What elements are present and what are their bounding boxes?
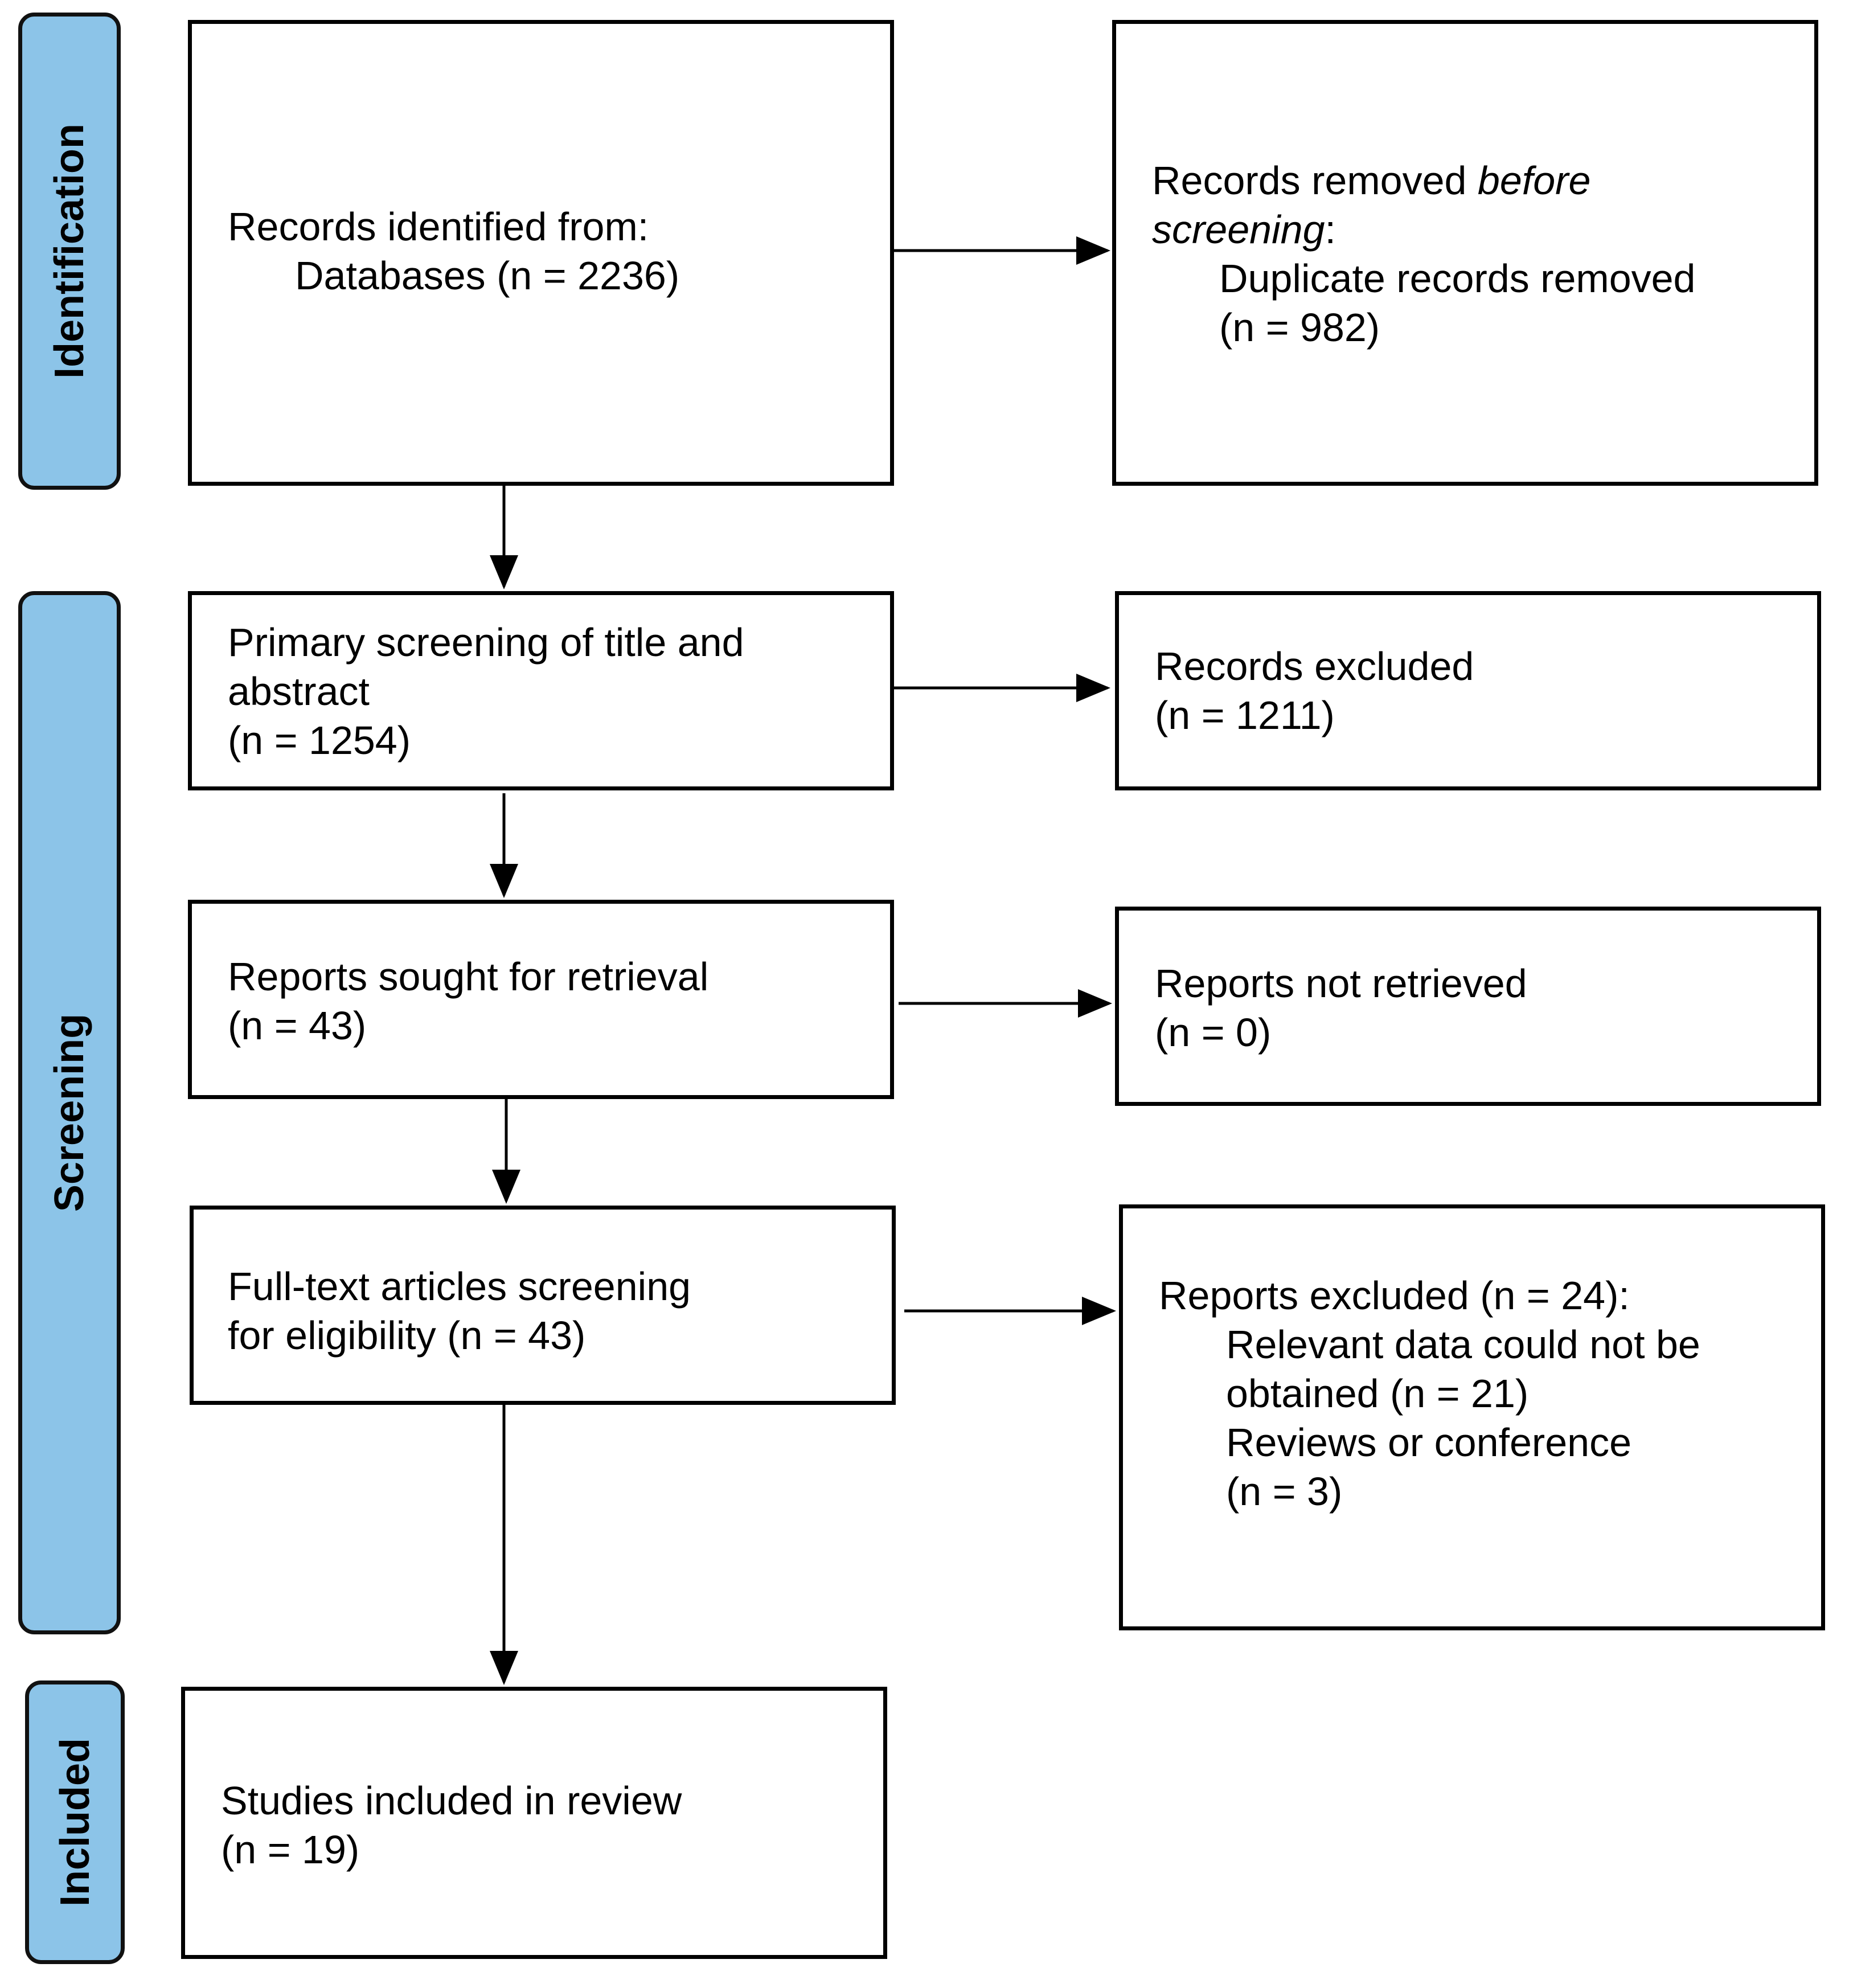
- phase-identification: Identification: [18, 13, 121, 490]
- records-identified-databases: Databases (n = 2236): [295, 253, 680, 298]
- reports-excluded-reason1-count: obtained (n = 21): [1226, 1371, 1529, 1416]
- reports-not-retrieved-line1: Reports not retrieved: [1155, 961, 1527, 1006]
- records-identified-box: Records identified from: Databases (n = …: [188, 20, 894, 486]
- records-excluded-line1: Records excluded: [1155, 644, 1474, 688]
- phase-included: Included: [25, 1680, 125, 1964]
- records-removed-line2: screening:: [1152, 205, 1336, 254]
- studies-included-line1: Studies included in review: [221, 1778, 682, 1823]
- reports-excluded-box: Reports excluded (n = 24): Relevant data…: [1119, 1204, 1825, 1630]
- full-text-line2: for eligibility (n = 43): [228, 1313, 586, 1358]
- reports-not-retrieved-count: (n = 0): [1155, 1010, 1272, 1055]
- full-text-screening-box: Full-text articles screening for eligibi…: [190, 1206, 896, 1405]
- reports-sought-line1: Reports sought for retrieval: [228, 954, 709, 999]
- reports-excluded-line1: Reports excluded (n = 24):: [1159, 1273, 1630, 1318]
- reports-excluded-reason2: Reviews or conference: [1226, 1420, 1631, 1465]
- records-removed-text-a: Records removed: [1152, 158, 1478, 203]
- records-identified-heading: Records identified from:: [228, 204, 649, 249]
- reports-not-retrieved-box: Reports not retrieved (n = 0): [1115, 907, 1821, 1106]
- records-removed-box: Records removed before screening: Duplic…: [1112, 20, 1818, 486]
- records-removed-count: (n = 982): [1219, 305, 1380, 350]
- records-removed-text-colon: :: [1325, 207, 1336, 252]
- records-excluded-box: Records excluded (n = 1211): [1115, 591, 1821, 790]
- records-removed-duplicates: Duplicate records removed: [1219, 256, 1696, 301]
- primary-screening-count: (n = 1254): [228, 718, 411, 763]
- primary-screening-line1: Primary screening of title and: [228, 620, 744, 665]
- records-removed-line1: Records removed before: [1152, 156, 1590, 205]
- primary-screening-box: Primary screening of title and abstract …: [188, 591, 894, 790]
- reports-excluded-reason1: Relevant data could not be: [1226, 1322, 1700, 1367]
- records-removed-text-before: before: [1477, 158, 1591, 203]
- primary-screening-line2: abstract: [228, 669, 370, 714]
- reports-sought-box: Reports sought for retrieval (n = 43): [188, 900, 894, 1099]
- phase-screening: Screening: [18, 591, 121, 1634]
- records-excluded-count: (n = 1211): [1155, 693, 1335, 737]
- full-text-line1: Full-text articles screening: [228, 1264, 691, 1309]
- reports-sought-count: (n = 43): [228, 1003, 367, 1048]
- studies-included-box: Studies included in review (n = 19): [181, 1687, 887, 1959]
- studies-included-count: (n = 19): [221, 1827, 360, 1872]
- records-removed-text-screening: screening: [1152, 207, 1325, 252]
- reports-excluded-reason2-count: (n = 3): [1226, 1469, 1343, 1514]
